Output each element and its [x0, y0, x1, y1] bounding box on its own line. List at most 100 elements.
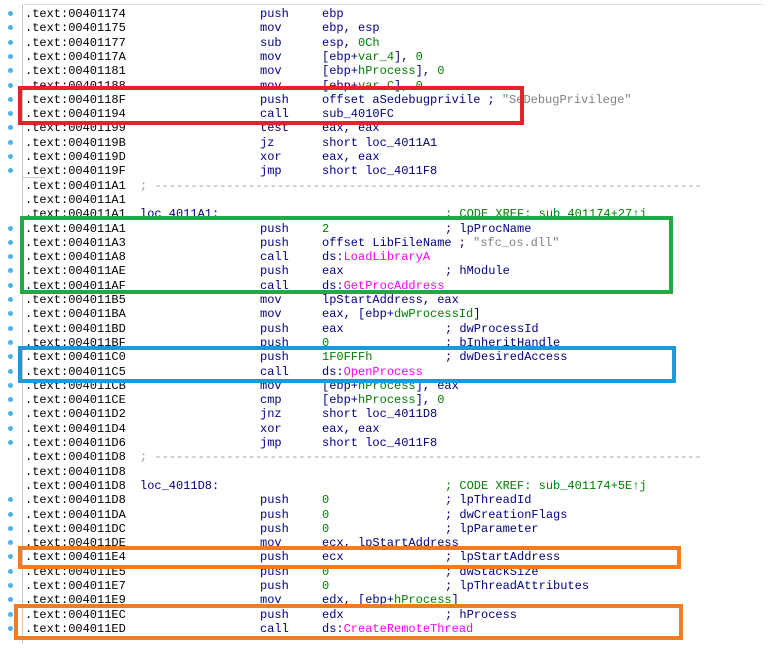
address: .text:004011CE [25, 393, 126, 408]
address: .text:00401174 [25, 7, 126, 21]
breakpoint-dot-icon[interactable] [8, 354, 13, 360]
operands: 1F0FFFh [322, 350, 445, 364]
breakpoint-dot-icon[interactable] [8, 497, 13, 503]
breakpoint-dot-icon[interactable] [8, 625, 13, 631]
operand-part: ], [394, 49, 416, 64]
mnemonic: call [260, 250, 289, 265]
comment-part: ; CODE XREF: sub_401174+5E↑j [445, 478, 647, 493]
address: .text:00401181 [25, 64, 126, 79]
operands: eax [322, 322, 445, 336]
operand-part[interactable]: GetProcAddress [343, 278, 445, 293]
breakpoint-dot-icon[interactable] [8, 597, 13, 603]
address: .text:004011A8 [25, 250, 126, 265]
breakpoint-dot-icon[interactable] [8, 554, 13, 560]
breakpoint-dot-icon[interactable] [8, 525, 13, 531]
operands: ds:GetProcAddress [322, 279, 451, 293]
mnemonic: mov [260, 21, 282, 36]
operands: offset aSedebugprivile [322, 93, 487, 107]
breakpoint-dot-icon[interactable] [8, 568, 13, 574]
address: .text:004011D6 [25, 436, 126, 450]
breakpoint-dot-icon[interactable] [8, 583, 13, 588]
comment-part: ; lpThreadAttributes [445, 579, 590, 593]
operand-part[interactable]: CreateRemoteThread [343, 621, 474, 636]
comment: ; lpProcName [445, 222, 531, 236]
operand-part: ] [473, 307, 481, 322]
breakpoint-dot-icon[interactable] [8, 339, 13, 345]
operand-part: sub_4010FC [322, 107, 395, 122]
operand-part: ebp, esp [322, 21, 380, 36]
breakpoint-dot-icon[interactable] [8, 368, 13, 374]
breakpoint-dot-icon[interactable] [8, 11, 13, 16]
address: .text:0040119B [25, 135, 126, 150]
breakpoint-dot-icon[interactable] [8, 411, 13, 417]
operand-part: offset LibFileName [322, 235, 452, 250]
operand-part: ecx [322, 550, 344, 565]
breakpoint-dot-icon[interactable] [8, 225, 13, 231]
breakpoint-dot-icon[interactable] [8, 440, 13, 445]
operands: eax, eax [322, 150, 445, 164]
operand-part: hProcess [394, 593, 452, 608]
breakpoint-dot-icon[interactable] [8, 254, 13, 260]
operand-part[interactable]: LoadLibraryA [343, 250, 431, 265]
operands: ds:OpenProcess [322, 365, 445, 379]
operand-part: lpStartAddress, eax [322, 293, 459, 307]
breakpoint-dot-icon[interactable] [8, 397, 13, 403]
breakpoint-dot-icon[interactable] [8, 282, 13, 288]
breakpoint-dot-icon[interactable] [8, 382, 13, 388]
operands: edx [322, 608, 445, 622]
operand-part[interactable]: OpenProcess [343, 364, 423, 379]
breakpoint-dot-icon[interactable] [8, 111, 13, 117]
instruction: xor eax, eax [260, 150, 445, 164]
instruction: mov ebp, esp [260, 21, 445, 35]
breakpoint-dot-icon[interactable] [8, 425, 13, 431]
operand-part: short loc_4011D8 [322, 407, 438, 422]
breakpoint-dot-icon[interactable] [8, 540, 13, 546]
breakpoint-dot-icon[interactable] [8, 39, 13, 45]
breakpoint-dot-icon[interactable] [8, 25, 13, 31]
breakpoint-dot-icon[interactable] [8, 168, 13, 174]
breakpoint-dot-icon[interactable] [8, 325, 13, 331]
operand-part: 0 [322, 521, 330, 536]
breakpoint-dot-icon[interactable] [8, 511, 13, 517]
address: .text:004011DC [25, 521, 126, 536]
breakpoint-dot-icon[interactable] [8, 82, 13, 88]
address: .text:004011A3 [25, 235, 126, 250]
mnemonic: mov [260, 593, 282, 608]
breakpoint-dot-icon[interactable] [8, 53, 13, 59]
address: .text:004011D8 [25, 450, 126, 465]
operand-part: ebp [322, 7, 344, 21]
breakpoint-dot-icon[interactable] [8, 311, 13, 317]
code-label[interactable]: loc_4011D8: [140, 478, 220, 493]
address: .text:004011BD [25, 321, 126, 336]
operand-part: 0 [415, 78, 423, 93]
breakpoint-dot-icon[interactable] [8, 125, 13, 131]
comment-part: "SeDebugPrivilege" [501, 92, 632, 107]
breakpoint-dot-icon[interactable] [8, 139, 13, 145]
mnemonic: mov [260, 293, 282, 307]
breakpoint-dot-icon[interactable] [8, 297, 13, 302]
breakpoint-dot-icon[interactable] [8, 68, 13, 74]
breakpoint-dot-icon[interactable] [8, 96, 13, 102]
comment-part: ; dwDesiredAccess [445, 350, 568, 365]
breakpoint-dot-icon[interactable] [8, 154, 13, 159]
breakpoint-dot-icon[interactable] [8, 611, 13, 617]
operand-part: ds: [322, 364, 344, 379]
comment: ; dwDesiredAccess [445, 350, 567, 364]
operands: esp, 0Ch [322, 36, 445, 50]
breakpoint-dot-icon[interactable] [8, 239, 13, 245]
instruction: mov[ebp+hProcess], 0 [260, 64, 451, 78]
mnemonic: xor [260, 150, 282, 164]
operands: 0 [322, 508, 445, 522]
operand-part: short loc_4011A1 [322, 135, 438, 150]
operand-part: [ebp+ [322, 64, 359, 79]
operand-part: 0 [415, 49, 423, 64]
mnemonic: push [260, 221, 289, 236]
operand-part: 0 [437, 64, 445, 79]
breakpoint-dot-icon[interactable] [8, 268, 13, 274]
operands: 2 [322, 222, 445, 236]
